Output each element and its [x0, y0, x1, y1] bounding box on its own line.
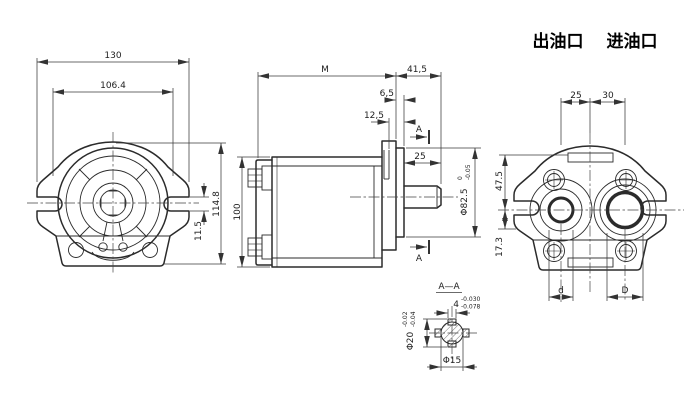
- dim-key-width: 4: [453, 300, 459, 310]
- section-dimensions: 4 -0.030 -0.078 Φ20 -0.02 -0.04 Φ15: [402, 296, 481, 371]
- front-view: 130 106.4 114.8 11.5: [27, 51, 226, 275]
- dim-11-5: 11.5: [194, 221, 204, 241]
- rear-cover: [255, 159, 273, 266]
- rear-dimensions: 25 30 47.5 17.3 d D: [495, 91, 644, 301]
- inlet-port-label: 进油口: [607, 31, 658, 52]
- svg-text:-0.05: -0.05: [465, 164, 472, 180]
- drive-shaft: [403, 185, 442, 209]
- dim-12-5: 12,5: [364, 111, 384, 121]
- dim-minor-diameter: Φ15: [443, 356, 462, 366]
- cover-bolt-top: [247, 165, 273, 191]
- dim-25-offset: 25: [570, 91, 581, 101]
- front-spokes: [78, 168, 148, 242]
- front-foot-hole-right: [142, 242, 158, 258]
- dim-30-offset: 30: [602, 91, 614, 101]
- outlet-port-label: 出油口: [533, 31, 584, 52]
- side-view: M 41,5 6,5 12,5 25 Φ82.5 0 -0.05: [233, 65, 481, 268]
- section-marker-top: A: [416, 125, 423, 135]
- dim-106-4: 106.4: [100, 81, 126, 91]
- dim-pilot-diameter: Φ82.5 0 -0.05: [457, 164, 472, 215]
- dim-114-8: 114.8: [212, 191, 222, 217]
- svg-text:Φ82.5: Φ82.5: [460, 188, 470, 215]
- bottom-pad: [567, 257, 614, 268]
- top-pad: [567, 152, 614, 163]
- front-foot-hole-left: [68, 242, 84, 258]
- side-dimensions: M 41,5 6,5 12,5 25 Φ82.5 0 -0.05: [233, 65, 481, 268]
- rear-view: 25 30 47.5 17.3 d D 出油口 进油口: [495, 31, 684, 302]
- dim-130: 130: [104, 51, 121, 61]
- svg-text:-0.02: -0.02: [402, 311, 409, 327]
- front-dimensions: 130 106.4 114.8 11.5: [36, 51, 226, 265]
- section-title: A—A: [438, 282, 460, 292]
- dim-25-shaft: 25: [414, 152, 425, 162]
- dim-M: M: [321, 65, 329, 75]
- svg-text:0: 0: [457, 176, 464, 180]
- cover-bolt-bottom: [247, 234, 273, 260]
- section-cut-markers: A A: [410, 125, 430, 264]
- dim-major-diameter: Φ20 -0.02 -0.04: [402, 311, 417, 350]
- section-marker-bottom: A: [416, 254, 423, 264]
- dim-41-5: 41,5: [407, 65, 427, 75]
- front-flange: [381, 140, 397, 251]
- front-drain-hole-left: [98, 242, 108, 252]
- dim-17-3: 17.3: [495, 237, 505, 257]
- pump-housing: [271, 156, 383, 268]
- section-view: A—A 4 -0.030 -0.078 Φ20 -0.0: [402, 282, 481, 371]
- pilot-spigot: [395, 147, 405, 238]
- svg-text:-0.04: -0.04: [410, 311, 417, 327]
- dim-6-5: 6,5: [380, 89, 394, 99]
- dim-100: 100: [233, 203, 243, 220]
- svg-text:Φ20: Φ20: [406, 331, 416, 350]
- keyway-detail: [383, 150, 390, 180]
- front-drain-hole-right: [118, 242, 128, 252]
- dim-d: d: [558, 286, 564, 296]
- mounting-bolts: [543, 169, 637, 262]
- dim-D: D: [622, 286, 629, 296]
- key-tol-upper: -0.030: [461, 296, 481, 303]
- dim-47-5: 47.5: [495, 171, 505, 191]
- key-tol-lower: -0.078: [461, 304, 481, 311]
